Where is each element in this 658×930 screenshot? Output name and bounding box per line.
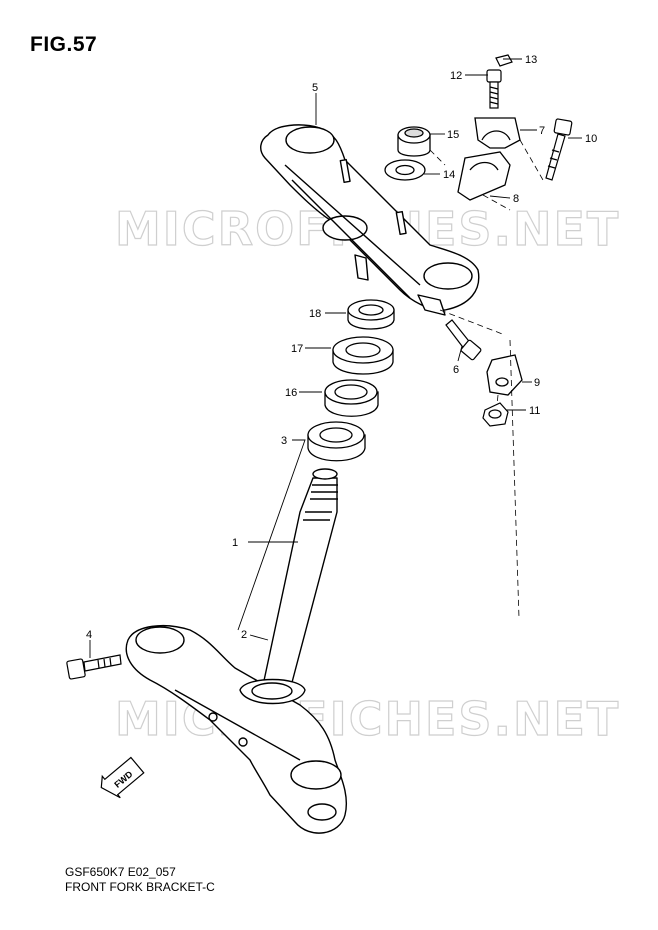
bolt-12 (486, 69, 502, 109)
bolt-4 (66, 654, 122, 680)
cap-13 (495, 54, 513, 67)
nut-11 (482, 402, 509, 427)
cap-nut-15 (397, 126, 431, 157)
callout-13: 13 (525, 54, 537, 66)
bolt-10 (545, 118, 573, 181)
callout-12: 12 (450, 70, 462, 82)
callout-16: 16 (285, 387, 297, 399)
callout-14: 14 (443, 169, 455, 181)
lock-nut-18 (347, 299, 395, 330)
dash-lines (429, 139, 544, 619)
lower-bracket (125, 625, 347, 834)
callout-7: 7 (539, 125, 545, 137)
figure-caption: FRONT FORK BRACKET-C (65, 880, 215, 894)
callout-3: 3 (281, 435, 287, 447)
bearing-3 (307, 421, 366, 462)
bearing-16 (324, 379, 379, 417)
washer-14 (384, 159, 426, 181)
callout-17: 17 (291, 343, 303, 355)
leader-lines (89, 58, 582, 658)
figure-title: FIG.57 (30, 33, 98, 56)
callout-10: 10 (585, 133, 597, 145)
callout-2: 2 (241, 629, 247, 641)
upper-bracket (260, 124, 480, 316)
callout-9: 9 (534, 377, 540, 389)
clamp-9 (486, 354, 523, 396)
callout-18: 18 (309, 308, 321, 320)
callout-6: 6 (453, 364, 459, 376)
callout-8: 8 (513, 193, 519, 205)
callout-15: 15 (447, 129, 459, 141)
dust-seal-17 (332, 336, 394, 375)
bolt-6 (445, 319, 482, 361)
callout-11: 11 (529, 405, 540, 417)
callout-1: 1 (232, 537, 238, 549)
model-code: GSF650K7 E02_057 (65, 865, 176, 879)
handlebar-holder-upper (474, 117, 521, 149)
fwd-arrow-icon: FWD (100, 756, 145, 799)
callout-5: 5 (312, 82, 318, 94)
callout-4: 4 (86, 629, 92, 641)
handlebar-holder-lower (457, 151, 511, 201)
steering-stem-1 (239, 468, 338, 705)
